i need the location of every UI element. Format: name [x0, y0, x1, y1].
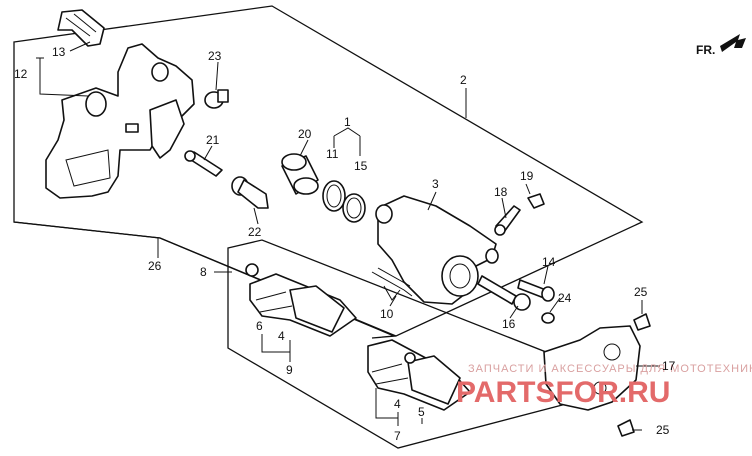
callout-25-lower: 25 [656, 423, 670, 437]
leader-lines [36, 41, 660, 431]
pad-spring [371, 267, 413, 301]
callout-24: 24 [558, 291, 572, 305]
callout-20: 20 [298, 127, 312, 141]
brake-pad-inner [245, 263, 357, 337]
callout-8: 8 [200, 265, 207, 279]
callout-23: 23 [208, 49, 222, 63]
caliper-pin [184, 150, 223, 177]
watermark-brand: PARTSFOR.RU [456, 376, 670, 409]
caliper-piston [281, 153, 319, 195]
callout-13: 13 [52, 45, 66, 59]
callout-15: 15 [354, 159, 368, 173]
bolt-nut [541, 312, 555, 324]
callout-19: 19 [520, 169, 534, 183]
callout-1: 1 [344, 115, 351, 129]
caliper-bolt [517, 279, 555, 302]
callout-21: 21 [206, 133, 220, 147]
callout-9: 9 [286, 363, 293, 377]
callout-26: 26 [148, 259, 162, 273]
callout-labels: 13 12 23 2 1 20 11 15 21 3 19 18 22 26 8… [14, 45, 676, 443]
bleeder-valve [494, 205, 521, 236]
guard-screw-lower [617, 419, 635, 437]
callout-7: 7 [394, 429, 401, 443]
callout-17: 17 [662, 359, 676, 373]
callout-4-upper: 4 [278, 329, 285, 343]
callout-3: 3 [432, 177, 439, 191]
callout-4-lower: 4 [394, 397, 401, 411]
brake-pad-outer [367, 339, 471, 411]
callout-6: 6 [256, 319, 263, 333]
callout-14: 14 [542, 255, 556, 269]
bracket-bolt [204, 89, 229, 109]
piston-seal [322, 180, 346, 212]
watermark: ЗАПЧАСТИ И АКСЕССУАРЫ ДЛЯ МОТОТЕХНИКИ PA… [456, 363, 752, 409]
front-direction-label: FR. [696, 43, 715, 57]
callout-10: 10 [380, 307, 394, 321]
dust-seal [342, 193, 366, 223]
front-direction-marker: FR. [696, 34, 746, 57]
callout-12: 12 [14, 67, 28, 81]
caliper-bracket [45, 43, 195, 199]
caliper-body [375, 195, 499, 305]
callout-18: 18 [494, 185, 508, 199]
callout-11: 11 [326, 147, 339, 161]
pin-boot [231, 176, 269, 209]
pad-guard [543, 325, 641, 411]
callout-16: 16 [502, 317, 516, 331]
bleeder-cap [527, 193, 545, 209]
front-arrow-icon [720, 34, 746, 52]
callout-2: 2 [460, 73, 467, 87]
watermark-tagline: ЗАПЧАСТИ И АКСЕССУАРЫ ДЛЯ МОТОТЕХНИКИ [468, 363, 752, 375]
callout-5: 5 [418, 405, 425, 419]
pad-spring-clip [57, 9, 105, 47]
guard-screw-upper [633, 313, 651, 331]
callout-25-upper: 25 [634, 285, 648, 299]
callout-22: 22 [248, 225, 262, 239]
